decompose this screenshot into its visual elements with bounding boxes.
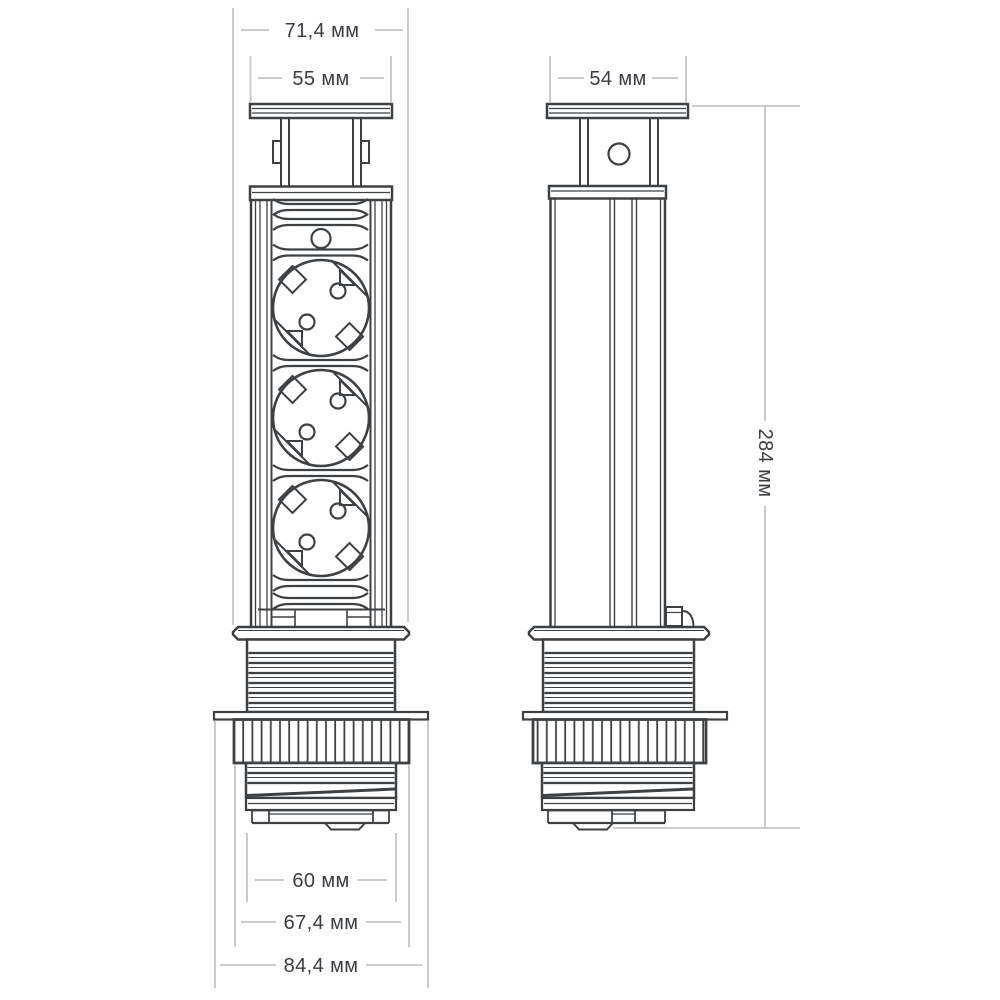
front-bottom-cap (244, 796, 398, 831)
dim-label-cap-width-side: 54 мм (589, 68, 646, 90)
side-neck-hole (607, 142, 631, 166)
dimension-cap-width-side (549, 56, 687, 102)
side-top-plate (547, 184, 668, 200)
dimension-total-height (613, 105, 800, 829)
front-flange (231, 625, 411, 641)
socket-2 (271, 368, 371, 468)
dim-label-collar-width: 67,4 мм (284, 912, 359, 934)
side-knurled-collar (531, 718, 708, 765)
front-knurled-collar (232, 718, 411, 765)
dim-label-flange-width: 71,4 мм (285, 20, 360, 42)
front-top-plate (248, 185, 394, 202)
dimension-annotations (214, 8, 800, 988)
side-column (549, 198, 667, 627)
front-cap (248, 102, 394, 120)
dimension-cap-width-front (249, 56, 392, 102)
front-column-rails (249, 200, 393, 627)
side-bottom-cap (540, 796, 696, 831)
dimension-base-width (246, 833, 397, 902)
front-base-box (258, 608, 385, 626)
socket-3 (271, 478, 371, 578)
front-lower-threads (244, 761, 398, 800)
side-threaded-neck (541, 638, 696, 714)
side-lower-threads (540, 761, 696, 800)
side-flange (527, 625, 711, 641)
dimension-labels: 71,4 мм 55 мм 54 мм 284 мм 60 мм 67,4 мм… (284, 20, 776, 977)
front-view (212, 102, 430, 831)
front-neck (272, 117, 370, 188)
dim-label-base-width: 60 мм (292, 870, 349, 892)
dimension-flange-width (232, 8, 409, 625)
front-threaded-neck (245, 638, 397, 714)
dimension-washer-width (214, 721, 429, 988)
socket-1 (271, 258, 371, 358)
side-latch (665, 606, 695, 627)
dim-label-cap-width-front: 55 мм (292, 68, 349, 90)
side-cap (545, 102, 690, 120)
dim-label-washer-width: 84,4 мм (284, 955, 359, 977)
dim-label-total-height: 284 мм (754, 429, 776, 498)
side-view (521, 102, 729, 831)
side-neck (579, 117, 659, 187)
dimension-collar-width (234, 765, 410, 947)
front-screw-hole (310, 227, 332, 250)
